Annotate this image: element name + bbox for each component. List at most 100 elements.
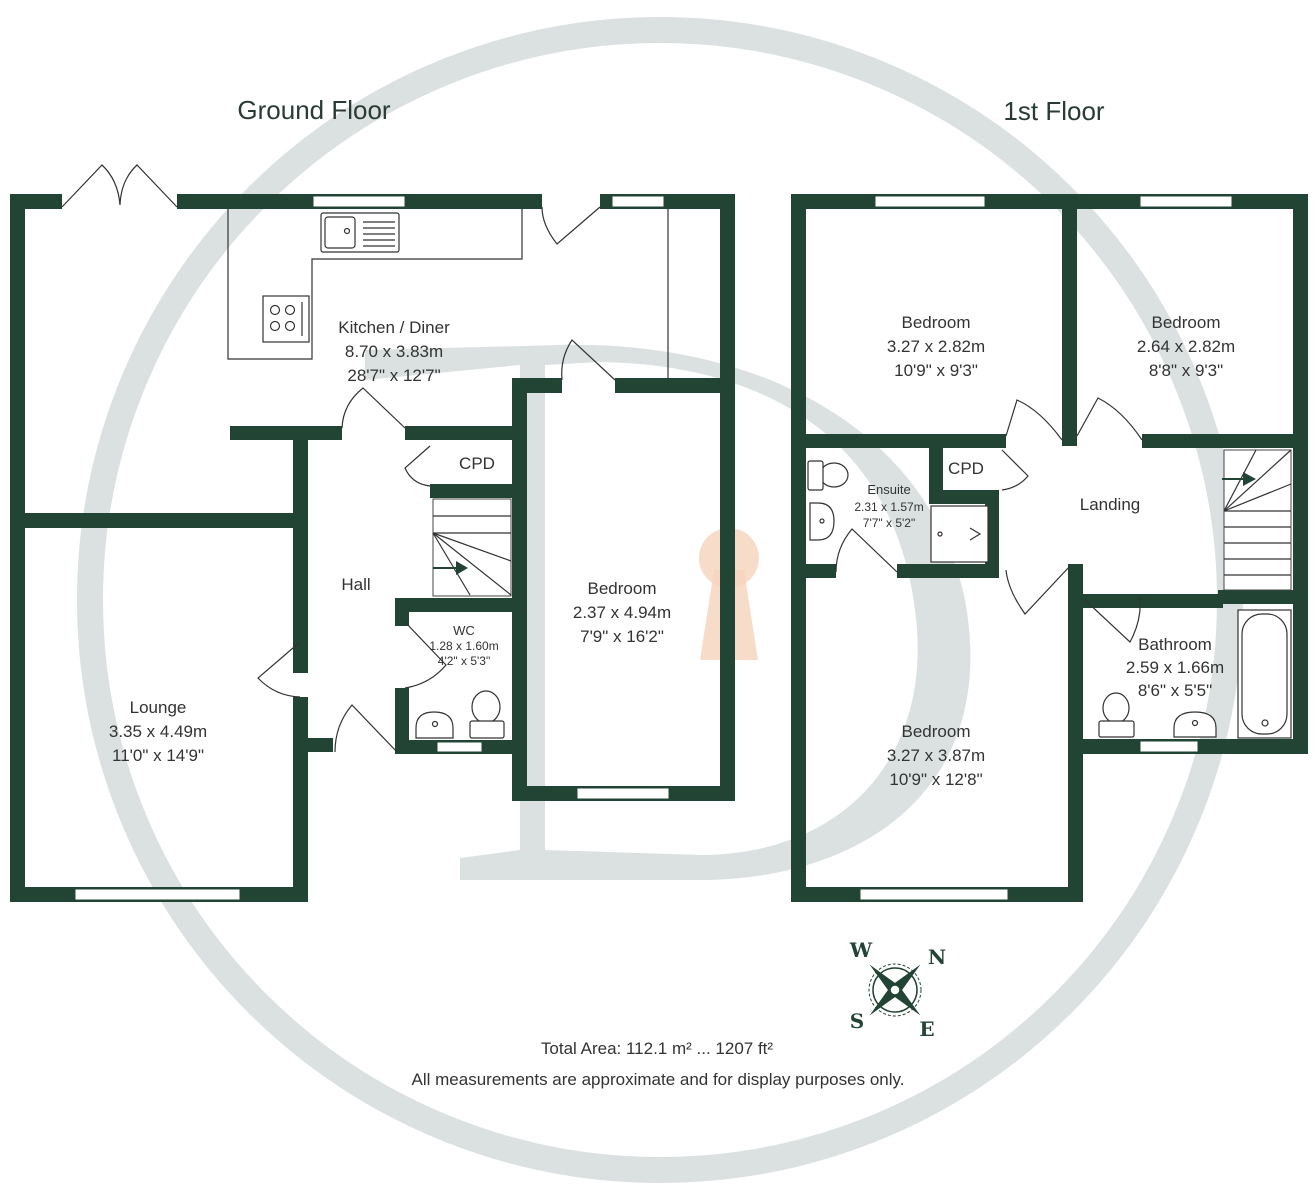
wall [806, 564, 836, 578]
shower-icon [930, 505, 989, 563]
staircase [1222, 449, 1292, 591]
ensuite-door [835, 528, 898, 573]
wall [806, 434, 1006, 448]
wall [405, 426, 515, 440]
wall [1293, 194, 1308, 754]
room-name: CPD [459, 454, 495, 473]
wall [929, 448, 943, 490]
wc-door [404, 621, 447, 689]
room-dimensions-metric: 3.27 x 3.87m [887, 746, 985, 765]
window [874, 195, 986, 208]
room-dimensions-metric: 3.35 x 4.49m [109, 722, 207, 741]
disclaimer: All measurements are approximate and for… [412, 1070, 905, 1089]
wall [791, 194, 806, 902]
wall [395, 598, 409, 626]
wall [293, 697, 308, 902]
ground-floor-plan: Kitchen / Diner 8.70 x 3.83m 28'7" x 12'… [10, 164, 735, 902]
window [1139, 740, 1199, 753]
room-name: Hall [341, 575, 370, 594]
staircase [432, 498, 512, 597]
compass-east: E [919, 1017, 934, 1041]
room-dimensions-imperial: 4'2" x 5'3" [438, 654, 490, 668]
room-name: Lounge [130, 698, 187, 717]
ground-floor-title: Ground Floor [237, 95, 391, 125]
bedroom-door [1076, 397, 1143, 441]
window [74, 888, 241, 901]
room-name: WC [453, 623, 475, 638]
cpd-door [1001, 449, 1029, 491]
compass-north: N [928, 945, 946, 969]
room-dimensions-imperial: 10'9" x 12'8" [889, 770, 982, 789]
window [436, 741, 483, 753]
wall [308, 738, 333, 752]
wall [1083, 594, 1223, 608]
wall [929, 490, 999, 504]
room-name: Bedroom [1152, 313, 1221, 332]
room-name: Kitchen / Diner [338, 318, 450, 337]
window [1139, 195, 1233, 208]
wall [615, 378, 735, 393]
bedroom-door [1005, 399, 1063, 441]
room-dimensions-metric: 3.27 x 2.82m [887, 337, 985, 356]
hob-icon [262, 295, 310, 343]
room-name: Landing [1080, 495, 1141, 514]
room-dimensions-imperial: 8'8" x 9'3" [1149, 361, 1223, 380]
room-name: Bathroom [1138, 635, 1212, 654]
toilet-icon [469, 690, 505, 739]
wall [230, 426, 342, 440]
room-dimensions-metric: 2.31 x 1.57m [854, 500, 923, 514]
cpd-door [404, 445, 431, 487]
toilet-icon [1098, 692, 1135, 738]
room-dimensions-imperial: 7'7" x 5'2" [863, 516, 915, 530]
basin-icon [415, 711, 454, 739]
room-name: CPD [948, 459, 984, 478]
stair-arrow-icon [456, 561, 468, 575]
room-dimensions-metric: 2.59 x 1.66m [1126, 658, 1224, 677]
door [341, 387, 406, 429]
wall [720, 194, 735, 801]
window [859, 888, 1009, 901]
wall [430, 484, 515, 498]
window [312, 195, 406, 208]
window [576, 787, 670, 800]
stair-arrow-icon [1243, 472, 1256, 486]
wall [10, 194, 25, 902]
wall [1068, 564, 1083, 902]
wall [1142, 434, 1293, 448]
sink-icon [320, 212, 400, 253]
wall [512, 378, 527, 801]
wall [395, 598, 515, 612]
front-door [334, 704, 398, 753]
compass-west: W [849, 938, 873, 962]
room-name: Bedroom [902, 722, 971, 741]
kitchen-counter [227, 209, 523, 360]
room-dimensions-imperial: 11'0" x 14'9" [112, 746, 204, 765]
wall [10, 194, 62, 209]
room-dimensions-imperial: 8'6" x 5'5" [1138, 681, 1212, 700]
first-floor-plan: Bedroom 3.27 x 2.82m 10'9" x 9'3" Bedroo… [791, 194, 1308, 902]
wall [1062, 209, 1077, 446]
room-dimensions-metric: 2.37 x 4.94m [573, 603, 671, 622]
bath-icon [1237, 609, 1292, 739]
room-dimensions-imperial: 28'7" x 12'7" [347, 366, 440, 385]
french-doors [61, 164, 178, 208]
room-dimensions-metric: 1.28 x 1.60m [429, 639, 498, 653]
wall [395, 688, 409, 752]
room-name: Ensuite [867, 482, 910, 497]
door [561, 339, 616, 381]
compass-icon: W N S E [849, 938, 946, 1041]
wall [25, 513, 300, 528]
room-dimensions-metric: 8.70 x 3.83m [345, 342, 443, 361]
bedroom-door [1005, 565, 1071, 615]
wall [1218, 590, 1308, 604]
toilet-icon [807, 460, 849, 491]
basin-icon [1173, 711, 1217, 738]
first-floor-title: 1st Floor [1003, 96, 1104, 126]
room-name: Bedroom [588, 579, 657, 598]
room-dimensions-imperial: 10'9" x 9'3" [894, 361, 978, 380]
compass-south: S [850, 1009, 864, 1033]
room-name: Bedroom [902, 313, 971, 332]
back-door [541, 206, 601, 245]
basin-icon [809, 502, 835, 541]
